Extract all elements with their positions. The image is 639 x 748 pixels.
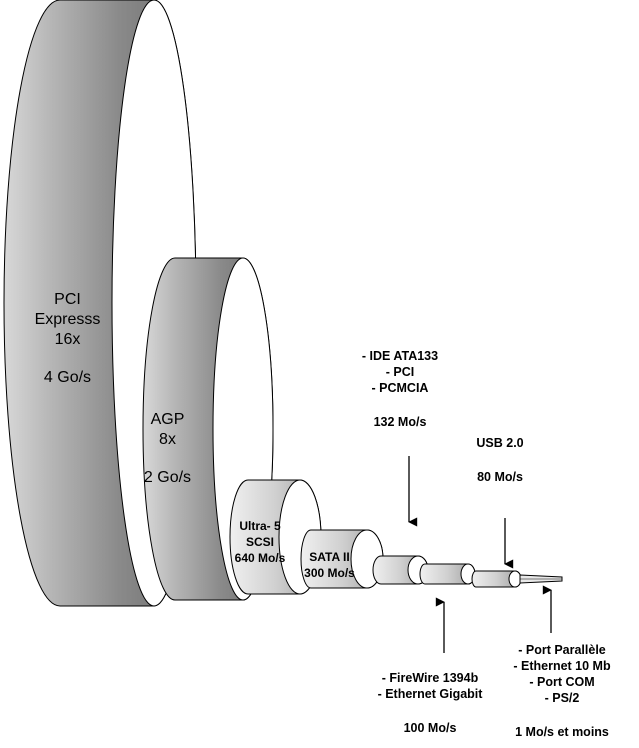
label-usb2: USB 2.0 80 Mo/s	[476, 436, 524, 484]
cylinder-legacy-group	[519, 574, 563, 584]
label-pci-express: PCI Expresss 16x 4 Go/s	[34, 291, 101, 386]
label-ide-group: - IDE ATA133 - PCI - PCMCIA 132 Mo/s	[361, 349, 439, 429]
label-firewire-group: - FireWire 1394b - Ethernet Gigabit 100 …	[377, 671, 483, 735]
label-sata2: SATA II 300 Mo/s	[304, 550, 355, 580]
label-legacy-group: - Port Parallèle - Ethernet 10 Mb - Port…	[513, 643, 611, 739]
label-ultra5-scsi: Ultra- 5 SCSI 640 Mo/s	[234, 519, 286, 565]
cylinder-firewire-group	[419, 563, 476, 585]
cylinder-ide-group	[372, 555, 429, 585]
cylinder-usb2	[471, 570, 522, 588]
cylinder-sata2	[300, 529, 384, 589]
cylinder-ultra5-scsi	[229, 479, 322, 595]
label-agp: AGP 8x 2 Go/s	[143, 411, 192, 486]
